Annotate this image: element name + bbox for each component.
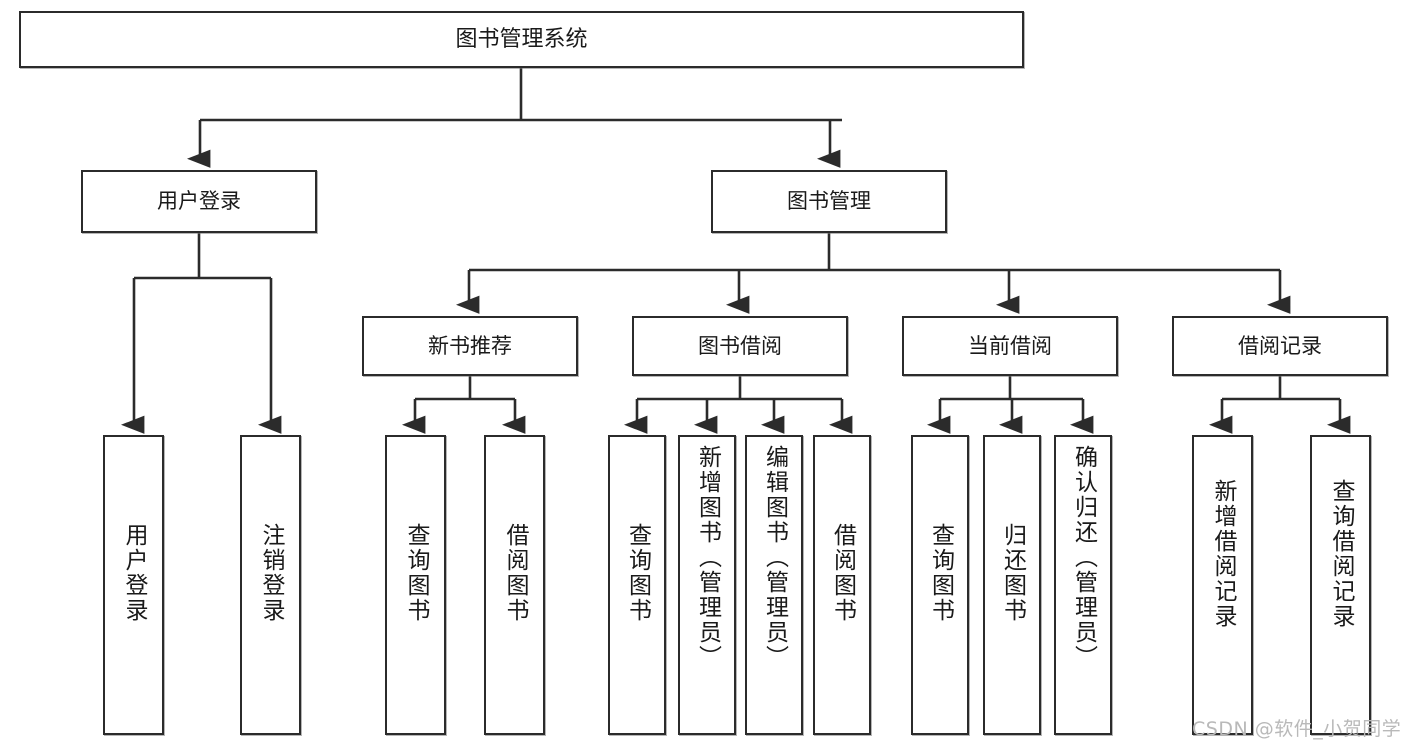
leaf-query-book-1-label: 查询图书	[403, 523, 429, 623]
leaf-borrow-book-1-label: 借阅图书	[502, 523, 528, 623]
leaf-add-book-admin-label: 新增图书（管理员）	[694, 445, 721, 670]
node-book-borrow[interactable]: 图书借阅	[632, 316, 848, 376]
node-user-login-label: 用户登录	[157, 189, 241, 214]
node-new-book-recommend[interactable]: 新书推荐	[362, 316, 578, 376]
node-borrow-record-label: 借阅记录	[1238, 333, 1322, 358]
leaf-edit-book-admin[interactable]: 编辑图书（管理员）	[745, 435, 803, 735]
leaf-query-borrow-record[interactable]: 查询借阅记录	[1310, 435, 1371, 735]
leaf-add-borrow-record[interactable]: 新增借阅记录	[1192, 435, 1253, 735]
leaf-query-book-2-label: 查询图书	[624, 523, 651, 623]
leaf-user-logout-label: 注销登录	[258, 523, 284, 623]
leaf-user-logout[interactable]: 注销登录	[240, 435, 301, 735]
node-user-login[interactable]: 用户登录	[81, 170, 317, 233]
leaf-confirm-return-admin-label: 确认归还（管理员）	[1070, 445, 1097, 670]
leaf-edit-book-admin-label: 编辑图书（管理员）	[761, 445, 788, 670]
node-book-manage[interactable]: 图书管理	[711, 170, 947, 233]
leaf-borrow-book-2[interactable]: 借阅图书	[813, 435, 871, 735]
node-book-borrow-label: 图书借阅	[698, 333, 782, 358]
leaf-borrow-book-1[interactable]: 借阅图书	[484, 435, 545, 735]
leaf-query-borrow-record-label: 查询借阅记录	[1328, 479, 1354, 629]
leaf-return-book-label: 归还图书	[999, 523, 1026, 623]
leaf-user-login[interactable]: 用户登录	[103, 435, 164, 735]
leaf-add-book-admin[interactable]: 新增图书（管理员）	[678, 435, 736, 735]
leaf-borrow-book-2-label: 借阅图书	[829, 523, 856, 623]
leaf-user-login-label: 用户登录	[121, 523, 147, 623]
node-borrow-record[interactable]: 借阅记录	[1172, 316, 1388, 376]
node-root[interactable]: 图书管理系统	[19, 11, 1024, 68]
node-new-book-recommend-label: 新书推荐	[428, 333, 512, 358]
leaf-query-book-2[interactable]: 查询图书	[608, 435, 666, 735]
node-book-manage-label: 图书管理	[787, 189, 871, 214]
node-current-borrow[interactable]: 当前借阅	[902, 316, 1118, 376]
leaf-add-borrow-record-label: 新增借阅记录	[1210, 479, 1236, 629]
leaf-query-book-3-label: 查询图书	[927, 523, 954, 623]
node-root-label: 图书管理系统	[455, 26, 588, 52]
leaf-return-book[interactable]: 归还图书	[983, 435, 1041, 735]
leaf-confirm-return-admin[interactable]: 确认归还（管理员）	[1054, 435, 1112, 735]
leaf-query-book-3[interactable]: 查询图书	[911, 435, 969, 735]
leaf-query-book-1[interactable]: 查询图书	[385, 435, 446, 735]
csdn-watermark: CSDN @软件_小贺同学	[1192, 718, 1402, 740]
node-current-borrow-label: 当前借阅	[968, 333, 1052, 358]
